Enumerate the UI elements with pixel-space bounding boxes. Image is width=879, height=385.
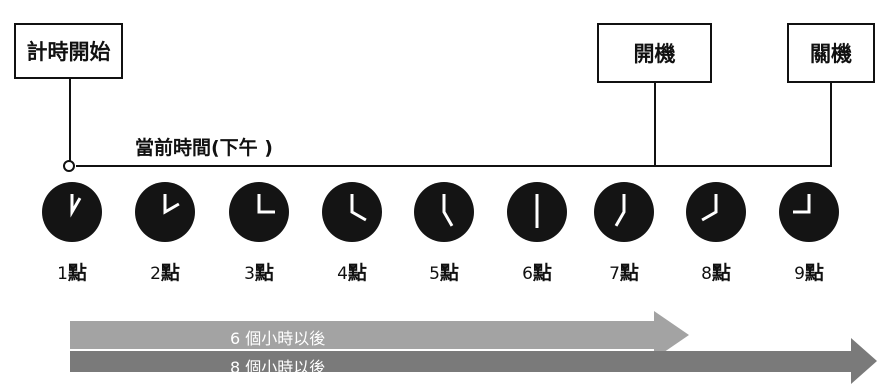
hour-number: 2 — [150, 264, 161, 284]
power-on-label: 開機 — [633, 42, 676, 66]
hour-label: 6點 — [505, 258, 569, 285]
hour-unit: 點 — [804, 262, 824, 284]
clock-hands — [163, 194, 180, 215]
timeline-start-marker — [63, 160, 75, 172]
clock-icon — [42, 182, 102, 242]
clock-icon — [322, 182, 382, 242]
hour-label: 8點 — [684, 258, 748, 285]
clock-hands — [614, 194, 626, 227]
hour-unit: 點 — [711, 262, 731, 284]
hour-number: 7 — [609, 264, 620, 284]
power-off-box: 關機 — [787, 23, 875, 83]
six-hours-label: 6 個小時以後 — [230, 329, 326, 348]
hour-unit: 點 — [532, 262, 552, 284]
hour-number: 9 — [794, 264, 805, 284]
hour-unit: 點 — [254, 262, 274, 284]
hour-label: 3點 — [227, 258, 291, 285]
clock-icon — [414, 182, 474, 242]
clock-hands — [701, 194, 718, 222]
clock-icon — [229, 182, 289, 242]
hour-unit: 點 — [619, 262, 639, 284]
hour-label: 1點 — [40, 258, 104, 285]
clock-hands — [70, 194, 82, 218]
hour-unit: 點 — [67, 262, 87, 284]
hour-label: 7點 — [592, 258, 656, 285]
power-off-connector-line — [830, 83, 832, 167]
hour-number: 4 — [337, 264, 348, 284]
clock-icon — [779, 182, 839, 242]
eight-hours-label: 8 個小時以後 — [230, 358, 326, 377]
hour-label: 9點 — [777, 258, 841, 285]
clock-hands — [793, 194, 811, 214]
clock-icon — [686, 182, 746, 242]
power-on-box: 開機 — [597, 23, 712, 83]
hour-label: 2點 — [133, 258, 197, 285]
hour-label: 5點 — [412, 258, 476, 285]
current-time-label: 當前時間(下午 ) — [135, 137, 273, 159]
hour-number: 3 — [244, 264, 255, 284]
start-connector-line — [69, 79, 71, 165]
power-on-connector-line — [654, 83, 656, 167]
clock-icon — [507, 182, 567, 242]
hour-number: 8 — [701, 264, 712, 284]
hour-number: 1 — [57, 264, 68, 284]
clock-icon — [594, 182, 654, 242]
timeline-line — [76, 165, 832, 167]
clock-hands — [257, 194, 275, 214]
hour-unit: 點 — [347, 262, 367, 284]
start-timing-label: 計時開始 — [26, 40, 111, 64]
power-off-label: 關機 — [810, 42, 852, 66]
start-timing-box: 計時開始 — [14, 23, 123, 79]
hour-number: 6 — [522, 264, 533, 284]
hour-unit: 點 — [439, 262, 459, 284]
clock-icon — [135, 182, 195, 242]
clock-hands — [442, 194, 454, 227]
hour-unit: 點 — [160, 262, 180, 284]
hour-label: 4點 — [320, 258, 384, 285]
hour-number: 5 — [429, 264, 440, 284]
clock-hands — [350, 194, 367, 222]
